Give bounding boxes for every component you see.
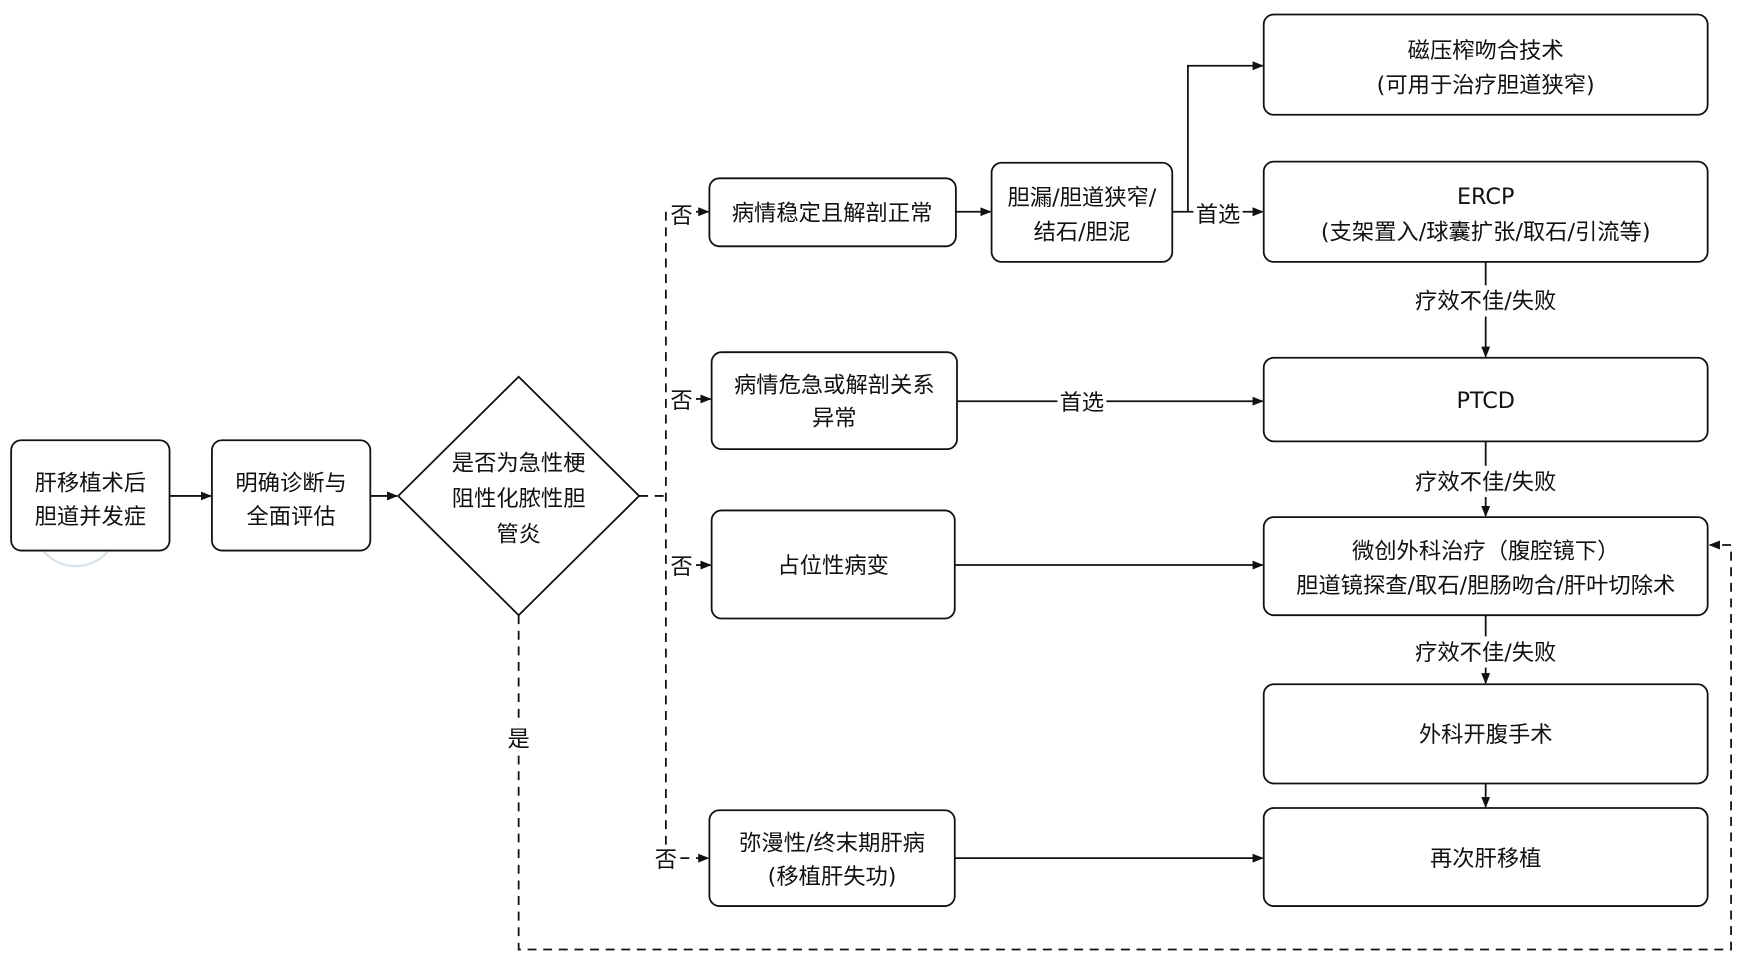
- svg-text:结石/胆泥: 结石/胆泥: [1034, 220, 1131, 246]
- svg-text:再次肝移植: 再次肝移植: [1430, 846, 1541, 872]
- svg-text:病情危急或解剖关系: 病情危急或解剖关系: [734, 372, 935, 398]
- svg-text:胆漏/胆道狭窄/: 胆漏/胆道狭窄/: [1008, 185, 1157, 211]
- node-ercp: ERCP (支架置入/球囊扩张/取石/引流等): [1262, 160, 1709, 263]
- edge-labels: 否 否 否 否 是 首选 首选 疗效不佳/失败 疗效不佳/失败 疗效不佳/失败: [504, 198, 1569, 873]
- node-critical: 病情危急或解剖关系 异常: [710, 351, 958, 451]
- svg-text:(可用于治疗胆道狭窄): (可用于治疗胆道狭窄): [1377, 73, 1595, 99]
- svg-text:(支架置入/球囊扩张/取石/引流等): (支架置入/球囊扩张/取石/引流等): [1321, 220, 1651, 246]
- label-no-stable: 否: [670, 203, 692, 229]
- svg-text:占位性病变: 占位性病变: [777, 553, 888, 579]
- label-failure-3: 疗效不佳/失败: [1415, 640, 1556, 666]
- node-mass: 占位性病变: [710, 509, 956, 620]
- svg-text:(移植肝失功): (移植肝失功): [768, 864, 897, 890]
- node-ptcd: PTCD: [1262, 356, 1709, 443]
- node-stable: 病情稳定且解剖正常: [708, 177, 957, 248]
- label-no-critical: 否: [670, 388, 692, 414]
- label-preferred-ptcd: 首选: [1060, 390, 1105, 416]
- svg-text:管炎: 管炎: [496, 522, 541, 548]
- svg-text:弥漫性/终末期肝病: 弥漫性/终末期肝病: [739, 830, 925, 856]
- node-start: 肝移植术后 胆道并发症: [10, 439, 171, 552]
- node-decision: 是否为急性梗 阻性化脓性胆 管炎: [396, 375, 641, 617]
- label-no-mass: 否: [670, 554, 692, 580]
- node-complication: 胆漏/胆道狭窄/ 结石/胆泥: [990, 161, 1174, 263]
- svg-text:病情稳定且解剖正常: 病情稳定且解剖正常: [732, 201, 933, 227]
- svg-text:胆道镜探查/取石/胆肠吻合/肝叶切除术: 胆道镜探查/取石/胆肠吻合/肝叶切除术: [1296, 573, 1675, 599]
- svg-text:肝移植术后: 肝移植术后: [35, 470, 146, 496]
- svg-text:ERCP: ERCP: [1457, 184, 1514, 210]
- svg-text:PTCD: PTCD: [1456, 388, 1514, 414]
- label-no-diffuse: 否: [655, 847, 677, 873]
- svg-text:磁压榨吻合技术: 磁压榨吻合技术: [1408, 38, 1564, 64]
- svg-text:异常: 异常: [812, 406, 857, 432]
- node-minimally-invasive: 微创外科治疗（腹腔镜下） 胆道镜探查/取石/胆肠吻合/肝叶切除术: [1262, 516, 1709, 617]
- svg-text:外科开腹手术: 外科开腹手术: [1419, 722, 1553, 748]
- svg-text:阻性化脓性胆: 阻性化脓性胆: [452, 486, 586, 512]
- svg-text:胆道并发症: 胆道并发症: [35, 504, 146, 530]
- node-retransplant: 再次肝移植: [1262, 807, 1709, 907]
- node-open-surgery: 外科开腹手术: [1262, 683, 1709, 785]
- svg-text:是否为急性梗: 是否为急性梗: [452, 450, 586, 476]
- node-assess: 明确诊断与 全面评估: [211, 439, 372, 552]
- node-diffuse: 弥漫性/终末期肝病 (移植肝失功): [708, 809, 956, 907]
- label-yes: 是: [508, 727, 530, 753]
- label-failure-1: 疗效不佳/失败: [1415, 289, 1556, 315]
- svg-text:明确诊断与: 明确诊断与: [235, 470, 346, 496]
- node-magnetic: 磁压榨吻合技术 (可用于治疗胆道狭窄): [1262, 13, 1709, 116]
- svg-text:微创外科治疗（腹腔镜下）: 微创外科治疗（腹腔镜下）: [1352, 538, 1619, 564]
- label-failure-2: 疗效不佳/失败: [1415, 469, 1556, 495]
- label-preferred-ercp: 首选: [1196, 202, 1241, 228]
- svg-text:全面评估: 全面评估: [247, 504, 336, 530]
